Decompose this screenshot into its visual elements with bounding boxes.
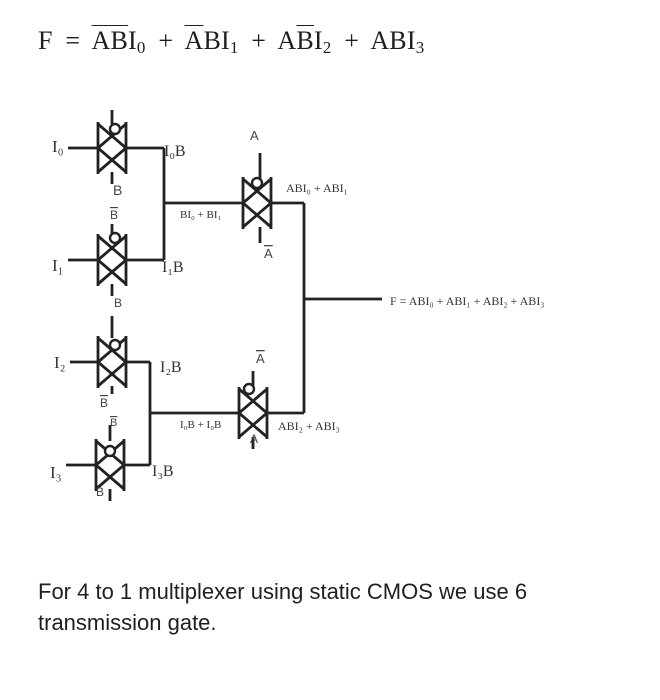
- eq-plus: +: [158, 26, 174, 55]
- input-label-i0: I₀: [52, 137, 64, 156]
- eq-equals: =: [65, 26, 81, 55]
- g5-control-top: A: [250, 128, 259, 143]
- eq-term-1: ABI1: [184, 26, 239, 57]
- input-label-i2: I₂: [54, 353, 66, 372]
- node-label-i3b: I₃B: [152, 463, 174, 480]
- g4-control-bottom: B: [96, 485, 104, 499]
- output-label: F = ABI₀ + ABI₁ + ABI₂ + ABI₃: [390, 294, 545, 308]
- eq-term-2: ABI2: [277, 26, 332, 57]
- node-label-i1b: I₁B: [162, 259, 184, 276]
- caption: For 4 to 1 multiplexer using static CMOS…: [38, 579, 528, 635]
- transmission-gate-4: [94, 425, 126, 501]
- g6-control-bottom: A: [250, 432, 258, 446]
- transmission-gate-5: [241, 153, 273, 243]
- node-label-stage2-bottom: ABI₂ + ABI₃: [278, 419, 340, 433]
- node-label-i0b: I₀B: [164, 143, 186, 160]
- eq-lhs: F: [38, 26, 53, 55]
- g4-control-top: B: [110, 417, 117, 429]
- input-label-i3: I₃: [50, 463, 62, 482]
- wiring: [66, 146, 382, 467]
- transmission-gate-2: [96, 224, 128, 296]
- eq-plus: +: [344, 26, 360, 55]
- g1-control-bottom: B: [113, 182, 122, 198]
- node-label-merge-top: BI₀ + BI₁: [180, 209, 222, 221]
- g3-control-bottom: B: [100, 396, 108, 410]
- mux-equation: F = ABI0 + ABI1 + ABI2 + ABI3: [38, 26, 424, 58]
- eq-term-3: ABI3: [370, 26, 425, 57]
- g2-control-bottom: B: [114, 296, 122, 310]
- g2-control-top: B: [110, 208, 118, 222]
- node-label-merge-bottom: I₀B + I₀B: [180, 419, 221, 431]
- eq-plus: +: [251, 26, 267, 55]
- input-label-i1: I₁: [52, 256, 64, 275]
- g5-control-bottom: A: [264, 246, 273, 261]
- eq-term-0: ABI0: [91, 26, 146, 57]
- mux-circuit-diagram: I₀ I₁ I₂ I₃ B B B B B B A A A A I₀B I₁B …: [50, 110, 545, 501]
- g6-control-top: A: [256, 351, 265, 366]
- transmission-gate-6: [237, 371, 269, 449]
- transmission-gate-1: [96, 110, 128, 184]
- node-label-i2b: I₂B: [160, 359, 182, 376]
- node-label-stage2-top: ABI₀ + ABI₁: [286, 181, 348, 195]
- transmission-gate-3: [96, 316, 128, 394]
